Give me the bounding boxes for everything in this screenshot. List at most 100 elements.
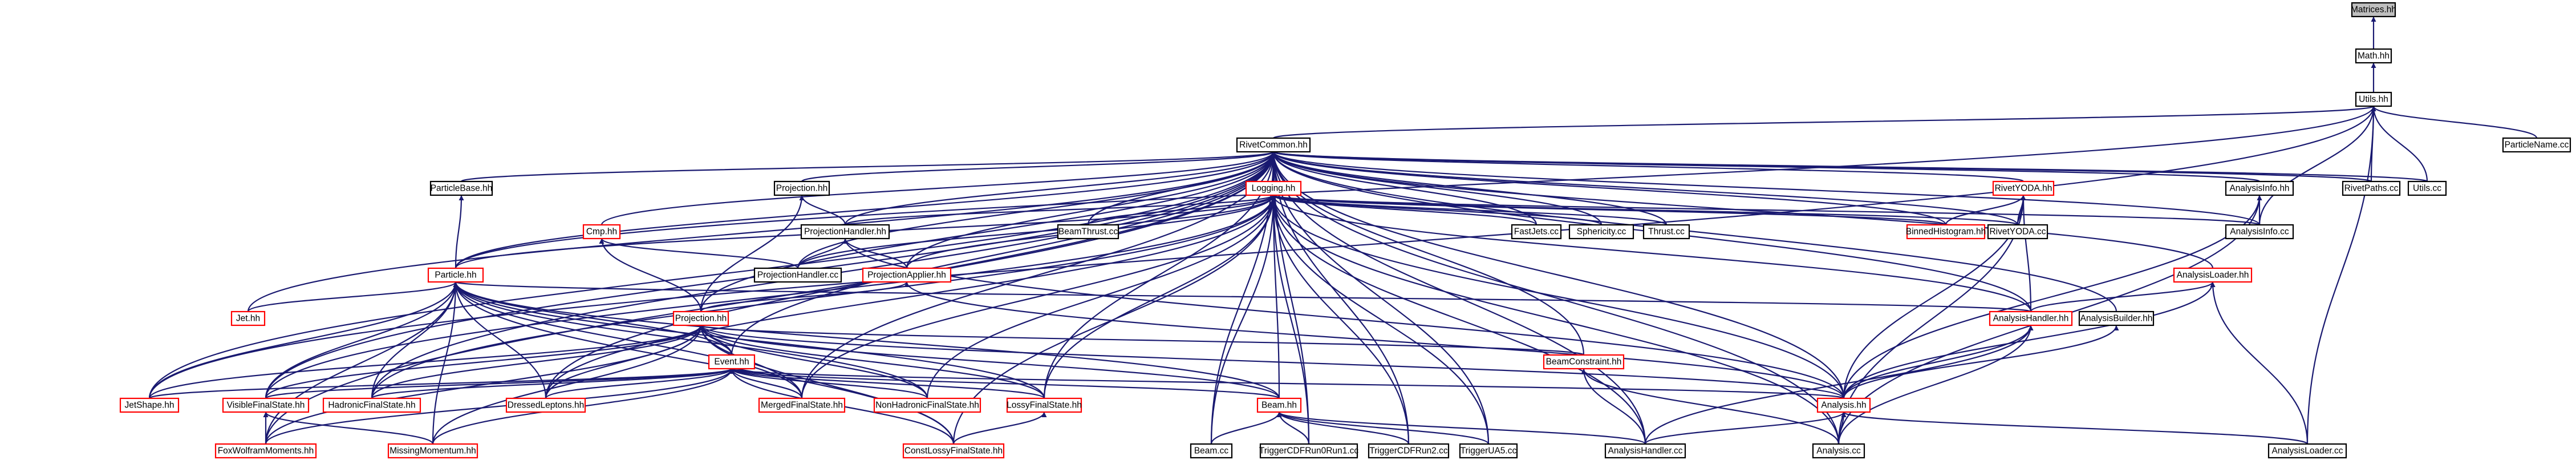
node-analysishandler_hh[interactable]: AnalysisHandler.hh	[1989, 310, 2073, 326]
node-box[interactable]	[1190, 443, 1233, 459]
node-projection_full[interactable]: Projection.hh	[672, 310, 729, 326]
node-box[interactable]	[1812, 443, 1865, 459]
node-particle[interactable]: Particle.hh	[427, 267, 484, 283]
node-fastjets[interactable]: FastJets.cc	[1511, 224, 1562, 240]
node-box[interactable]	[1006, 397, 1082, 413]
node-logging[interactable]: Logging.hh	[1245, 180, 1302, 196]
node-dressedleptons[interactable]: DressedLeptons.hh	[505, 397, 586, 413]
node-analysis_hh[interactable]: Analysis.hh	[1816, 397, 1871, 413]
node-box[interactable]	[1987, 224, 2048, 240]
node-box[interactable]	[1543, 354, 1625, 370]
node-analysisloader_hh[interactable]: AnalysisLoader.hh	[2173, 267, 2253, 283]
node-analysisinfo_cc[interactable]: AnalysisInfo.cc	[2225, 224, 2294, 240]
node-box[interactable]	[1816, 397, 1871, 413]
node-projectionhandler_cc[interactable]: ProjectionHandler.cc	[753, 267, 842, 283]
node-nonhadronicfs[interactable]: NonHadronicFinalState.hh	[873, 397, 981, 413]
node-box[interactable]	[1604, 443, 1686, 459]
node-beamconstraint[interactable]: BeamConstraint.hh	[1543, 354, 1625, 370]
node-projectionhandler_hh[interactable]: ProjectionHandler.hh	[800, 224, 890, 240]
node-box[interactable]	[862, 267, 952, 283]
node-box[interactable]	[1568, 224, 1634, 240]
node-box[interactable]	[387, 443, 478, 459]
node-rivetyoda_cc[interactable]: RivetYODA.cc	[1987, 224, 2048, 240]
node-missingmomentum[interactable]: MissingMomentum.hh	[387, 443, 478, 459]
node-box[interactable]	[2407, 180, 2447, 196]
node-triggercdfrun0run1[interactable]: TriggerCDFRun0Run1.cc	[1259, 443, 1359, 459]
node-triggercdfrun2[interactable]: TriggerCDFRun2.cc	[1368, 443, 1450, 459]
node-utils_hh[interactable]: Utils.hh	[2355, 91, 2392, 107]
node-event[interactable]: Event.hh	[708, 354, 756, 370]
node-rivetpaths[interactable]: RivetPaths.cc	[2342, 180, 2401, 196]
node-triggerua5[interactable]: TriggerUA5.cc	[1459, 443, 1518, 459]
node-utils_cc[interactable]: Utils.cc	[2407, 180, 2447, 196]
node-box[interactable]	[2173, 267, 2253, 283]
node-box[interactable]	[2355, 48, 2392, 64]
node-box[interactable]	[2078, 310, 2155, 326]
node-box[interactable]	[1992, 180, 2055, 196]
node-box[interactable]	[902, 443, 1005, 459]
node-particlebase[interactable]: ParticleBase.hh	[429, 180, 493, 196]
node-box[interactable]	[773, 180, 830, 196]
node-box[interactable]	[672, 310, 729, 326]
node-box[interactable]	[429, 180, 493, 196]
node-box[interactable]	[1459, 443, 1518, 459]
node-box[interactable]	[1989, 310, 2073, 326]
node-box[interactable]	[758, 397, 846, 413]
node-box[interactable]	[2351, 2, 2396, 18]
node-box[interactable]	[1906, 224, 1986, 240]
node-box[interactable]	[2342, 180, 2401, 196]
node-box[interactable]	[1642, 224, 1690, 240]
node-projection_hh[interactable]: Projection.hh	[773, 180, 830, 196]
node-jet[interactable]: Jet.hh	[230, 310, 266, 326]
node-cmp[interactable]: Cmp.hh	[582, 224, 621, 240]
node-beam_hh[interactable]: Beam.hh	[1256, 397, 1302, 413]
node-analysisinfo_hh[interactable]: AnalysisInfo.hh	[2225, 180, 2294, 196]
node-constlossyfs[interactable]: ConstLossyFinalState.hh	[902, 443, 1005, 459]
node-box[interactable]	[1511, 224, 1562, 240]
node-jetshape[interactable]: JetShape.hh	[119, 397, 180, 413]
node-particlename[interactable]: ParticleName.cc	[2502, 137, 2571, 153]
node-box[interactable]	[119, 397, 180, 413]
node-box[interactable]	[1368, 443, 1450, 459]
node-thrust[interactable]: Thrust.cc	[1642, 224, 1690, 240]
node-box[interactable]	[230, 310, 266, 326]
node-beamthrust[interactable]: BeamThrust.cc	[1057, 224, 1119, 240]
node-mergedfs[interactable]: MergedFinalState.hh	[758, 397, 846, 413]
node-projectionapplier[interactable]: ProjectionApplier.hh	[862, 267, 952, 283]
node-box[interactable]	[582, 224, 621, 240]
node-box[interactable]	[427, 267, 484, 283]
node-sphericity[interactable]: Sphericity.cc	[1568, 224, 1634, 240]
node-box[interactable]	[1256, 397, 1302, 413]
node-analysisloader_cc[interactable]: AnalysisLoader.cc	[2267, 443, 2347, 459]
node-box[interactable]	[214, 443, 317, 459]
node-lossyfs[interactable]: LossyFinalState.hh	[1006, 397, 1082, 413]
node-box[interactable]	[2225, 224, 2294, 240]
node-box[interactable]	[873, 397, 981, 413]
node-math[interactable]: Math.hh	[2355, 48, 2392, 64]
node-foxwolfram[interactable]: FoxWolframMoments.hh	[214, 443, 317, 459]
node-analysishandler_cc[interactable]: AnalysisHandler.cc	[1604, 443, 1686, 459]
node-binnedhistogram[interactable]: BinnedHistogram.hh	[1906, 224, 1986, 240]
node-analysis_cc[interactable]: Analysis.cc	[1812, 443, 1865, 459]
node-box[interactable]	[800, 224, 890, 240]
node-hadronicfs[interactable]: HadronicFinalState.hh	[322, 397, 421, 413]
node-box[interactable]	[505, 397, 586, 413]
node-box[interactable]	[708, 354, 756, 370]
node-matrices[interactable]: Matrices.hh	[2351, 2, 2396, 18]
node-beam_cc[interactable]: Beam.cc	[1190, 443, 1233, 459]
node-box[interactable]	[2502, 137, 2571, 153]
node-rivetcommon[interactable]: RivetCommon.hh	[1236, 137, 1311, 153]
node-box[interactable]	[2225, 180, 2294, 196]
node-box[interactable]	[2355, 91, 2392, 107]
node-analysisbuilder[interactable]: AnalysisBuilder.hh	[2078, 310, 2155, 326]
node-box[interactable]	[2267, 443, 2347, 459]
node-box[interactable]	[222, 397, 310, 413]
node-box[interactable]	[322, 397, 421, 413]
node-box[interactable]	[1259, 443, 1358, 459]
node-box[interactable]	[1057, 224, 1119, 240]
node-box[interactable]	[1236, 137, 1311, 153]
node-visiblefs[interactable]: VisibleFinalState.hh	[222, 397, 310, 413]
node-box[interactable]	[1245, 180, 1302, 196]
node-box[interactable]	[753, 267, 842, 283]
node-rivetyoda_hh[interactable]: RivetYODA.hh	[1992, 180, 2055, 196]
